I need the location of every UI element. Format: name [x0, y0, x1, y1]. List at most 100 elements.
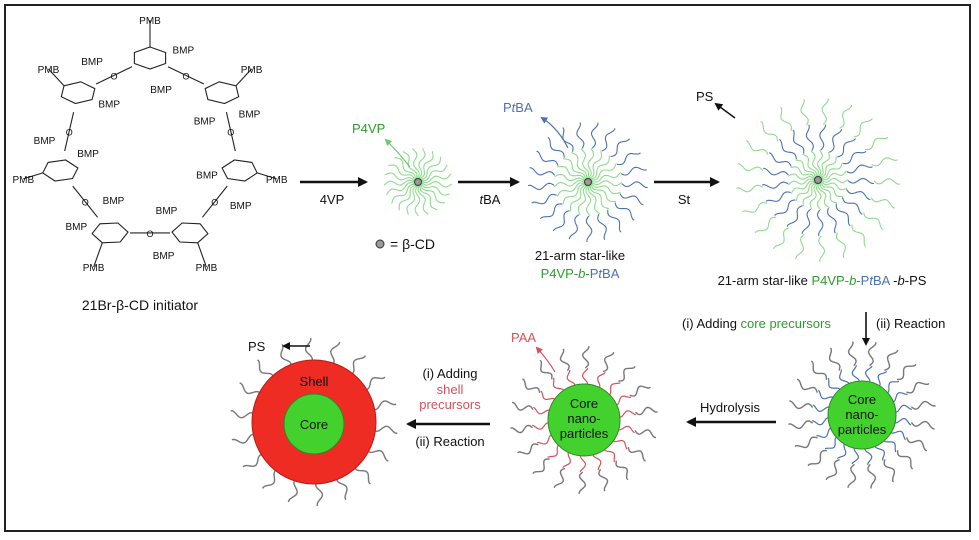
p4vp-arm — [821, 180, 848, 191]
pmb-label: PMB — [241, 65, 263, 76]
p4vp-arm — [420, 184, 445, 204]
p4vp-arm — [406, 185, 418, 215]
shell-label: Shell — [300, 374, 329, 389]
p4vp-arm — [787, 173, 815, 180]
beta-cd-core — [814, 176, 822, 184]
p4vp-arm — [795, 182, 816, 201]
p4vp-arm — [562, 184, 585, 205]
bmp-label: BMP — [103, 196, 125, 207]
np-mid-particles: particles — [560, 426, 609, 441]
oxygen-atom: O — [227, 128, 234, 138]
beta-cd-core — [414, 178, 422, 186]
glycosidic-link — [72, 185, 99, 218]
ps-arm — [853, 118, 873, 138]
ps-arm — [863, 212, 884, 231]
p4vp-arm — [420, 156, 442, 180]
ptba-label-t: t — [512, 100, 517, 115]
p4vp-arm — [421, 164, 448, 181]
oxygen-atom: O — [66, 128, 73, 138]
p4vp-arm — [802, 153, 817, 177]
np-mid-nano: nano- — [567, 411, 600, 426]
p4vp-arm — [384, 172, 415, 182]
p4vp-arm — [821, 170, 847, 181]
ptba-arm — [816, 209, 824, 237]
cd-initiator-caption: 21Br-β-CD initiator — [82, 297, 199, 313]
ptba-arm — [778, 139, 797, 160]
bmp-label: BMP — [156, 206, 178, 217]
ps-arm — [627, 447, 646, 462]
pmb-label: PMB — [12, 175, 34, 186]
ps-arm — [906, 381, 930, 394]
ptba-arm — [562, 127, 574, 152]
p4vp-arm — [591, 172, 622, 183]
star2-p4vp: P4VP- — [541, 266, 579, 281]
ps-arm — [578, 471, 587, 495]
step-4vp-label: 4VP — [320, 192, 345, 207]
bmp-label: BMP — [153, 251, 175, 262]
p4vp-arm — [590, 184, 616, 203]
oxygen-atom: O — [110, 71, 117, 81]
ptba-label: PtBA — [503, 100, 533, 115]
step-tba-rest: BA — [483, 192, 501, 207]
ps-bottom-label: PS — [248, 339, 266, 354]
ptba-arm — [616, 152, 641, 166]
paa-pointer — [535, 346, 556, 373]
core-label: Core — [300, 417, 328, 432]
bcd-legend-text: = β-CD — [390, 236, 435, 252]
ptba-arm — [774, 199, 796, 216]
ps-arm — [780, 106, 792, 132]
ps-arm — [737, 163, 764, 172]
pmb-bond — [23, 172, 43, 180]
ps-arm — [910, 400, 936, 410]
np-right-core: Core — [848, 392, 876, 407]
cyclodextrin-substituent-labels: PMBBMPBMPPMBBMPBMPPMBBMPBMPPMBBMPBMPPMBB… — [12, 16, 287, 274]
p4vp-arm — [587, 147, 595, 179]
ps-arm — [906, 437, 928, 452]
ps-arm — [522, 378, 541, 393]
ptba-arm — [597, 214, 607, 240]
p4vp-arm — [580, 148, 590, 179]
ptba-arm — [827, 207, 837, 234]
pmb-bond — [93, 242, 103, 268]
bmp-label: BMP — [150, 85, 172, 96]
p4vp-label: P4VP — [352, 121, 385, 136]
p4vp-arm — [810, 150, 819, 177]
ps-arm — [634, 406, 658, 416]
star2-caption-line2: P4VP-b-PtBA — [541, 266, 620, 281]
p4vp-arm — [790, 180, 815, 194]
p4vp-arm — [394, 156, 416, 180]
ps-arm — [810, 360, 828, 380]
ps-arm — [788, 420, 814, 430]
shell-precursors-1: shell — [437, 382, 464, 397]
ps-arm — [851, 224, 867, 247]
ptba-arm — [552, 210, 570, 232]
p4vp-arm — [790, 166, 815, 179]
p4vp-arm — [569, 184, 586, 212]
paa-label: PAA — [511, 330, 536, 345]
oxygen-atom: O — [82, 198, 89, 208]
pmb-label: PMB — [196, 263, 218, 274]
star3-f: t — [869, 273, 874, 288]
star2-p: P — [590, 266, 599, 281]
pmb-bond — [257, 172, 277, 180]
p4vp-arm — [563, 158, 586, 180]
bmp-label: BMP — [98, 99, 120, 110]
star3-b: P4VP- — [811, 273, 849, 288]
p4vp-arm — [388, 164, 416, 181]
core-inner — [283, 393, 345, 455]
p4vp-arm — [417, 185, 429, 215]
step-tba-italic: t — [480, 192, 485, 207]
ps-arm — [795, 233, 805, 260]
ptba-arm — [768, 152, 792, 167]
ps-arm — [517, 443, 539, 455]
p4vp-arm — [591, 162, 617, 181]
p4vp-arm — [589, 150, 603, 179]
p4vp-arm — [419, 185, 438, 211]
p4vp-arm — [788, 178, 815, 186]
ptba-arm — [590, 122, 599, 149]
star3-e: P — [861, 273, 870, 288]
ptba-arm — [765, 191, 791, 202]
ptba-arm — [829, 129, 843, 153]
ptba-arm — [762, 181, 789, 189]
p4vp-arm — [820, 156, 837, 178]
